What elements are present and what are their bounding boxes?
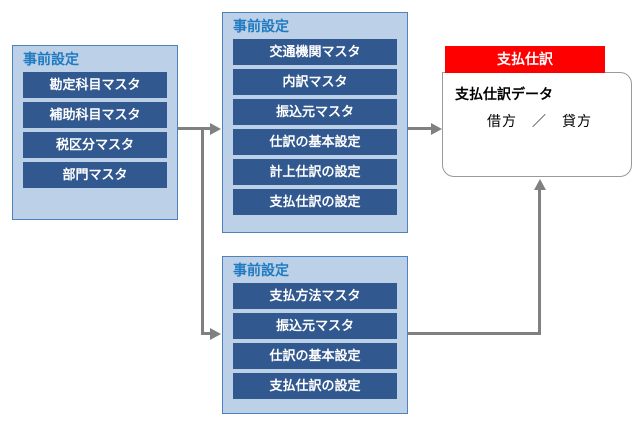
result-card-line-1: 支払仕訳データ xyxy=(455,86,553,102)
list-item[interactable]: 支払仕訳の設定 xyxy=(233,373,397,399)
connector-journal-settings-to-result xyxy=(408,127,434,130)
arrow-right-icon xyxy=(210,123,221,135)
panel-accounting-master-title: 事前設定 xyxy=(23,51,79,67)
panel-journal-settings: 事前設定 交通機関マスタ 内訳マスタ 振込元マスタ 仕訳の基本設定 計上仕訳の設… xyxy=(222,12,408,233)
connector-junction-to-payment-settings xyxy=(201,332,212,335)
list-item[interactable]: 計上仕訳の設定 xyxy=(233,159,397,185)
arrow-right-icon xyxy=(431,123,442,135)
arrow-right-icon xyxy=(210,328,221,340)
result-card-payment-journal: 支払仕訳データ 借方 ／ 貸方 xyxy=(442,72,632,177)
list-item[interactable]: 振込元マスタ xyxy=(233,99,397,125)
connector-junction-vertical xyxy=(201,127,204,335)
arrow-up-icon xyxy=(534,179,546,190)
panel-accounting-master: 事前設定 勘定科目マスタ 補助科目マスタ 税区分マスタ 部門マスタ xyxy=(12,45,178,220)
list-item[interactable]: 税区分マスタ xyxy=(23,132,167,158)
list-item[interactable]: 補助科目マスタ xyxy=(23,102,167,128)
list-item[interactable]: 部門マスタ xyxy=(23,162,167,188)
list-item[interactable]: 交通機関マスタ xyxy=(233,39,397,65)
connector-junction-to-journal-settings xyxy=(201,127,212,130)
list-item[interactable]: 勘定科目マスタ xyxy=(23,72,167,98)
panel-payment-settings-title: 事前設定 xyxy=(233,262,289,278)
panel-journal-settings-items: 交通機関マスタ 内訳マスタ 振込元マスタ 仕訳の基本設定 計上仕訳の設定 支払仕… xyxy=(233,39,397,219)
list-item[interactable]: 支払仕訳の設定 xyxy=(233,189,397,215)
panel-payment-settings: 事前設定 支払方法マスタ 振込元マスタ 仕訳の基本設定 支払仕訳の設定 xyxy=(222,256,408,414)
connector-payment-settings-to-elbow xyxy=(408,332,541,335)
result-card-header: 支払仕訳 xyxy=(445,46,605,73)
panel-accounting-master-items: 勘定科目マスタ 補助科目マスタ 税区分マスタ 部門マスタ xyxy=(23,72,167,192)
connector-elbow-to-result xyxy=(538,190,541,335)
list-item[interactable]: 仕訳の基本設定 xyxy=(233,343,397,369)
list-item[interactable]: 振込元マスタ xyxy=(233,313,397,339)
list-item[interactable]: 支払方法マスタ xyxy=(233,283,397,309)
list-item[interactable]: 仕訳の基本設定 xyxy=(233,129,397,155)
panel-journal-settings-title: 事前設定 xyxy=(233,18,289,34)
result-card-line-2: 借方 ／ 貸方 xyxy=(487,113,592,129)
list-item[interactable]: 内訳マスタ xyxy=(233,69,397,95)
connector-accounting-to-junction xyxy=(178,127,204,130)
panel-payment-settings-items: 支払方法マスタ 振込元マスタ 仕訳の基本設定 支払仕訳の設定 xyxy=(233,283,397,403)
